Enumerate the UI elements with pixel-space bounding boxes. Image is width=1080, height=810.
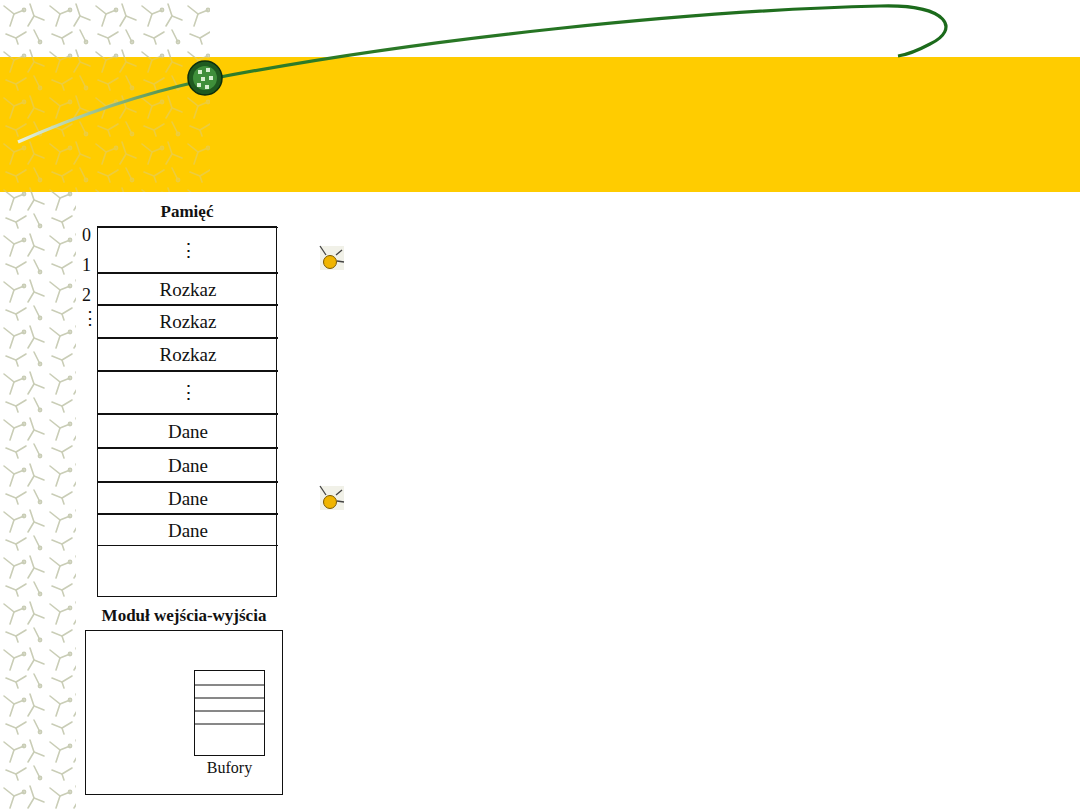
address-number: 2 [82,286,91,304]
memory-cell: ⋮ [98,371,278,414]
box-heading: Pamięć [78,202,296,222]
buffer-box: Bufory [194,670,265,756]
cell-label: ⋮ [179,383,198,402]
cell-label: ⋮ [179,241,198,260]
buffer-row-line [195,698,264,699]
address-number: 0 [82,226,91,244]
band-pattern [0,57,210,192]
cell-label: Dane [168,521,208,540]
memory-box: Pamięć⋮RozkazRozkazRozkaz⋮DaneDaneDaneDa… [97,226,277,597]
buffer-row-line [195,685,264,686]
top-pattern [76,0,210,57]
cell-label: Dane [168,489,208,508]
address-number: ⋮ [81,309,99,327]
memory-cell: Dane [98,448,278,482]
memory-cell: Dane [98,482,278,514]
io-module-box: Moduł wejścia-wyjściaBufory [85,630,283,795]
cell-label: Rozkaz [160,280,217,299]
address-number: 1 [82,256,91,274]
cell-label: Rozkaz [160,312,217,331]
buffer-row-line [195,724,264,725]
memory-cell: Rozkaz [98,305,278,338]
cell-label: Rozkaz [160,345,217,364]
box-heading: Bufory [175,759,284,777]
box-heading: Moduł wejścia-wyjścia [66,606,302,626]
memory-cell: Rozkaz [98,338,278,371]
bullet-icon [320,486,344,510]
title-band [0,57,1080,192]
swoosh-line [18,6,946,142]
memory-cell: Dane [98,514,278,546]
bullet-icon [320,246,344,270]
memory-cell: Dane [98,414,278,448]
cell-label: Dane [168,456,208,475]
buffer-row-line [195,711,264,712]
globe-icon [188,61,222,95]
memory-cell: ⋮ [98,227,278,273]
cell-label: Dane [168,422,208,441]
memory-cell: Rozkaz [98,273,278,305]
buffer-rows [195,671,264,755]
